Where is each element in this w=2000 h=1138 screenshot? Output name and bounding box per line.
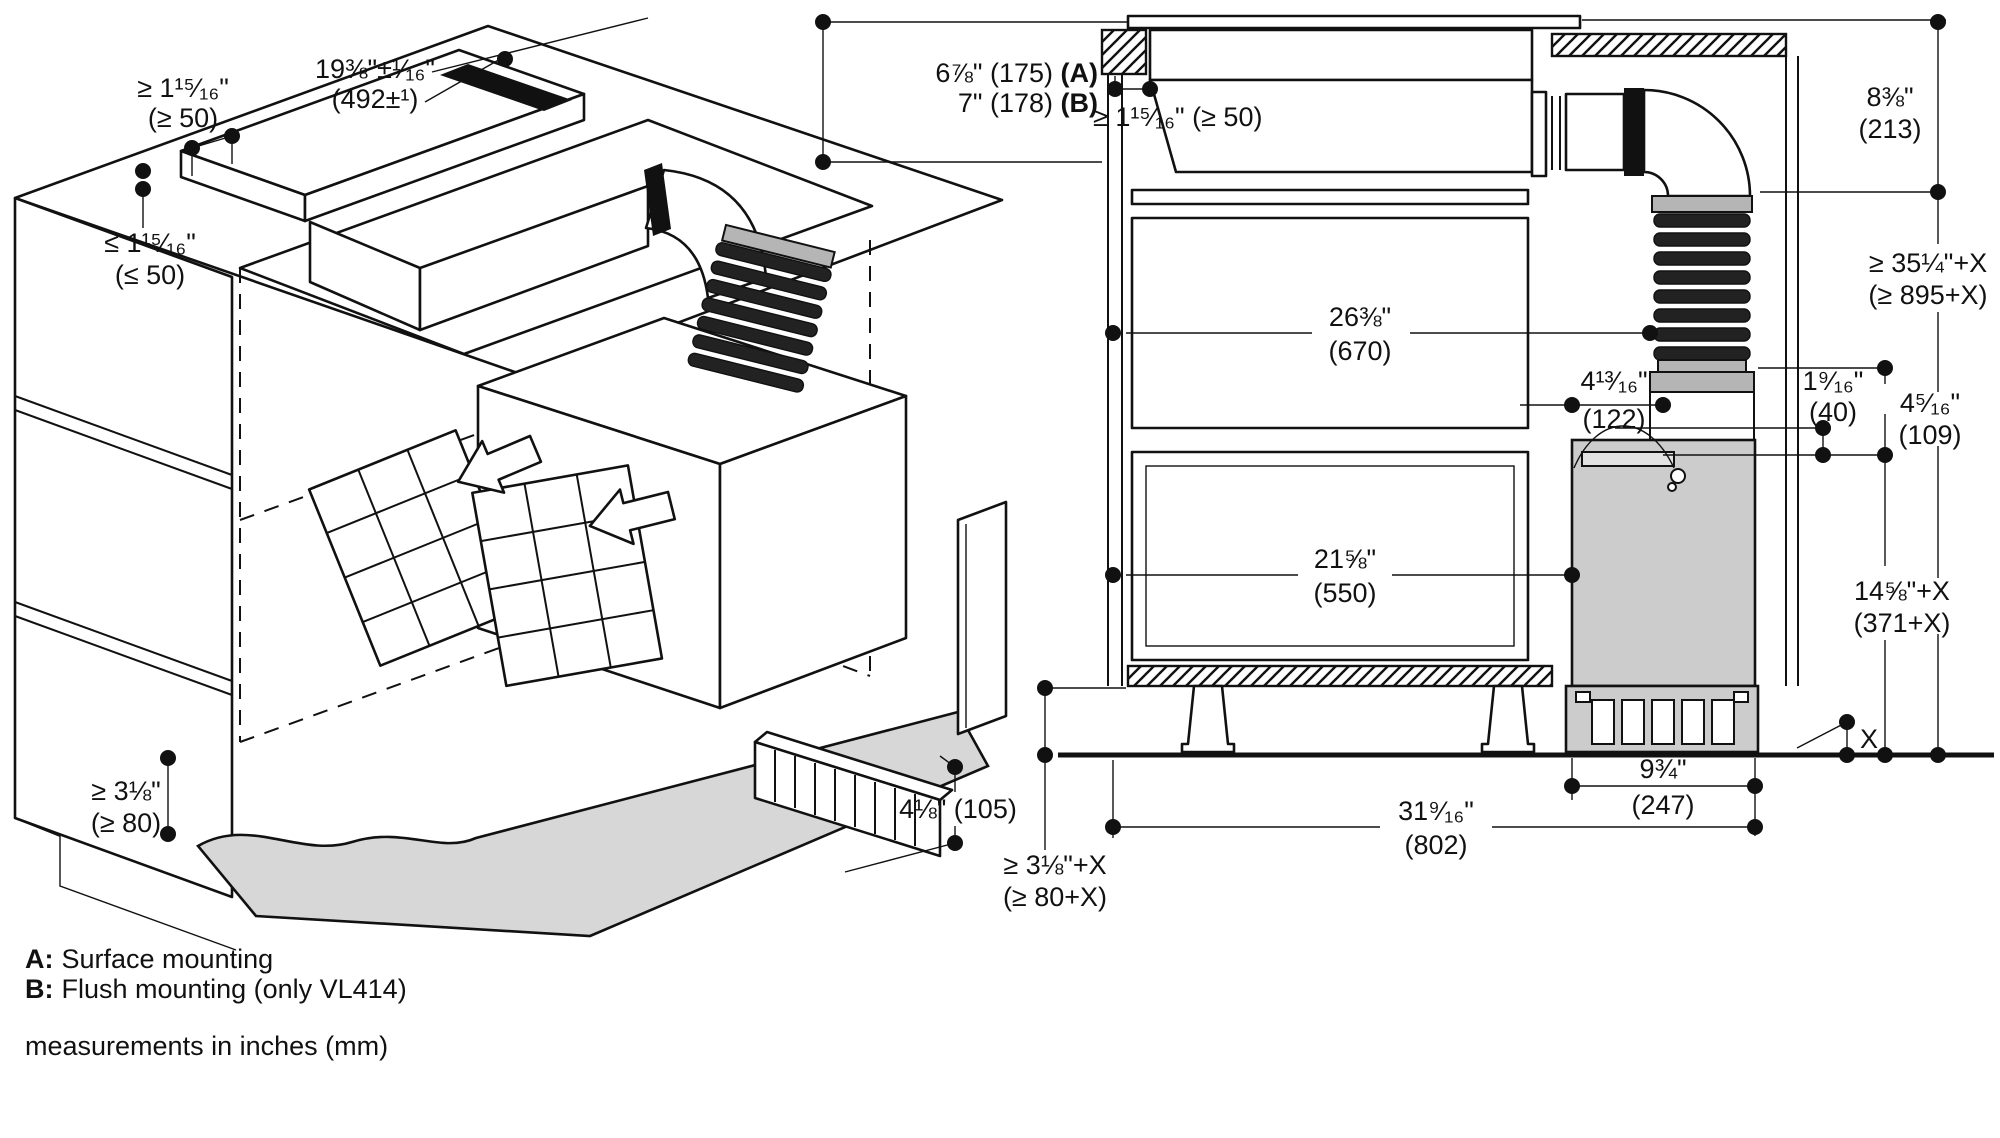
insert-arrow-1 xyxy=(456,434,543,494)
dim-outlet-height: 4⁵⁄₁₆" (109) xyxy=(1758,360,1962,463)
units-note: measurements in inches (mm) xyxy=(25,1031,388,1061)
svg-text:≥ 3⅛"+X: ≥ 3⅛"+X xyxy=(1003,850,1106,880)
dim-box-height: 14⅝"+X (371+X) xyxy=(1854,455,1951,763)
dim-side-gap: ≤ 1¹⁵⁄₁₆" (≤ 50) xyxy=(104,163,196,290)
downdraft-unit xyxy=(1148,28,1752,198)
dim-plinth-x: ≥ 3⅛"+X (≥ 80+X) xyxy=(1003,680,1126,912)
elbow-flange xyxy=(644,163,671,236)
svg-text:X: X xyxy=(1860,724,1878,754)
dim-rear-gap: 1⁹⁄₁₆" (40) xyxy=(1615,366,1885,463)
corrugated-hose xyxy=(687,223,836,393)
vent-chute xyxy=(308,184,650,332)
side-panel xyxy=(956,500,1008,736)
vent-slot xyxy=(440,64,572,111)
dim-right-chain: 8⅜" (213) ≥ 35¼"+X (≥ 895+X) xyxy=(1582,14,1988,763)
cooktop xyxy=(179,48,586,223)
dim-cutout-width: 19⅜"±¹⁄₁₆" (492±¹) xyxy=(315,17,649,114)
cabinet-section xyxy=(1126,188,1554,754)
dim-wall-gap: ≥ 1¹⁵⁄₁₆" (≥ 50) xyxy=(1093,76,1262,132)
wall-hatch xyxy=(1100,28,1148,76)
filter-panel-1 xyxy=(307,429,529,667)
cabinet-drawers xyxy=(13,196,234,899)
svg-text:(802): (802) xyxy=(1404,830,1467,860)
svg-text:≤ 1¹⁵⁄₁₆": ≤ 1¹⁵⁄₁₆" xyxy=(104,228,196,258)
corrugated-hose-section xyxy=(1649,195,1755,440)
right-counter xyxy=(1550,32,1799,686)
svg-text:8⅜": 8⅜" xyxy=(1866,82,1913,112)
duct-flange xyxy=(1624,88,1644,176)
vent-top-plate xyxy=(1126,14,1582,30)
dim-depth-ab: 6⅞" (175) (A) 7" (178) (B) xyxy=(815,14,1128,170)
dim-grille-height: 4⅛" (105) xyxy=(844,755,1017,873)
svg-text:(≥ 50): (≥ 50) xyxy=(148,103,218,133)
dim-upper-width: 26⅜" (670) xyxy=(1105,302,1658,366)
cabinet-foot xyxy=(1480,684,1536,754)
base-grille xyxy=(753,730,954,858)
dim-box-width: 9¾" (247) xyxy=(1564,754,1763,836)
svg-text:(247): (247) xyxy=(1631,790,1694,820)
svg-text:(670): (670) xyxy=(1328,336,1391,366)
svg-text:(≥ 895+X): (≥ 895+X) xyxy=(1868,280,1987,310)
legend: A:Surface mounting B:Flush mounting (onl… xyxy=(25,944,407,1061)
svg-text:(≥ 80): (≥ 80) xyxy=(91,808,161,838)
svg-text:21⅝": 21⅝" xyxy=(1314,544,1376,574)
svg-text:4⁵⁄₁₆": 4⁵⁄₁₆" xyxy=(1900,388,1960,418)
isometric-view: ≥ 1¹⁵⁄₁₆" (≥ 50) 19⅜"±¹⁄₁₆" (492±¹) ≤ 1¹… xyxy=(13,17,1017,951)
svg-text:26⅜": 26⅜" xyxy=(1329,302,1391,332)
svg-text:(550): (550) xyxy=(1313,578,1376,608)
svg-text:(492±¹): (492±¹) xyxy=(332,84,419,114)
svg-text:(40): (40) xyxy=(1809,397,1857,427)
section-view: 6⅞" (175) (A) 7" (178) (B) ≥ 1¹⁵⁄₁₆" (≥ … xyxy=(815,14,1994,912)
bottom-shelf-hatch xyxy=(1126,664,1554,688)
svg-text:(122): (122) xyxy=(1582,404,1645,434)
svg-text:≥ 1¹⁵⁄₁₆": ≥ 1¹⁵⁄₁₆" xyxy=(137,73,229,103)
svg-text:(371+X): (371+X) xyxy=(1854,608,1951,638)
dim-plinth-height: ≥ 3⅛" (≥ 80) xyxy=(91,750,176,842)
svg-text:1⁹⁄₁₆": 1⁹⁄₁₆" xyxy=(1803,366,1864,396)
dim-cabinet-width: 31⁹⁄₁₆" (802) xyxy=(1105,760,1763,860)
svg-text:(109): (109) xyxy=(1898,420,1961,450)
svg-text:4¹³⁄₁₆": 4¹³⁄₁₆" xyxy=(1580,366,1647,396)
svg-text:(≤ 50): (≤ 50) xyxy=(115,260,185,290)
svg-text:9¾": 9¾" xyxy=(1639,754,1686,784)
svg-text:≥ 3⅛": ≥ 3⅛" xyxy=(91,776,160,806)
svg-text:7" (178) (B): 7" (178) (B) xyxy=(958,88,1098,118)
svg-text:(≥ 80+X): (≥ 80+X) xyxy=(1003,882,1107,912)
dim-lower-width: 21⅝" (550) xyxy=(1105,544,1580,608)
insert-arrow-2 xyxy=(588,488,677,546)
blower-base-grille xyxy=(1564,684,1760,754)
blower-box xyxy=(1570,425,1757,688)
cable-loop xyxy=(1573,425,1675,469)
svg-text:≥ 35¼"+X: ≥ 35¼"+X xyxy=(1869,248,1987,278)
filter-panel-2 xyxy=(471,464,664,688)
plinth xyxy=(14,817,237,951)
left-wall xyxy=(1100,28,1148,686)
dim-hose-offset: 4¹³⁄₁₆" (122) xyxy=(1520,366,1671,434)
svg-text:4⅛" (105): 4⅛" (105) xyxy=(899,794,1017,824)
svg-text:≥ 1¹⁵⁄₁₆" (≥ 50): ≥ 1¹⁵⁄₁₆" (≥ 50) xyxy=(1093,102,1262,132)
svg-text:19⅜"±¹⁄₁₆": 19⅜"±¹⁄₁₆" xyxy=(315,54,435,84)
legend-b: B:Flush mounting (only VL414) xyxy=(25,974,407,1004)
svg-text:14⅝"+X: 14⅝"+X xyxy=(1854,576,1950,606)
duct-elbow-section xyxy=(1642,88,1752,198)
dim-top-gap: ≥ 1¹⁵⁄₁₆" (≥ 50) xyxy=(137,73,240,176)
svg-text:6⅞" (175) (A): 6⅞" (175) (A) xyxy=(935,58,1098,88)
dim-x-marker: X xyxy=(1796,714,1878,763)
cabinet-foot xyxy=(1180,684,1236,754)
legend-a: A:Surface mounting xyxy=(25,944,273,974)
svg-text:(213): (213) xyxy=(1858,114,1921,144)
svg-text:31⁹⁄₁₆": 31⁹⁄₁₆" xyxy=(1398,796,1474,826)
